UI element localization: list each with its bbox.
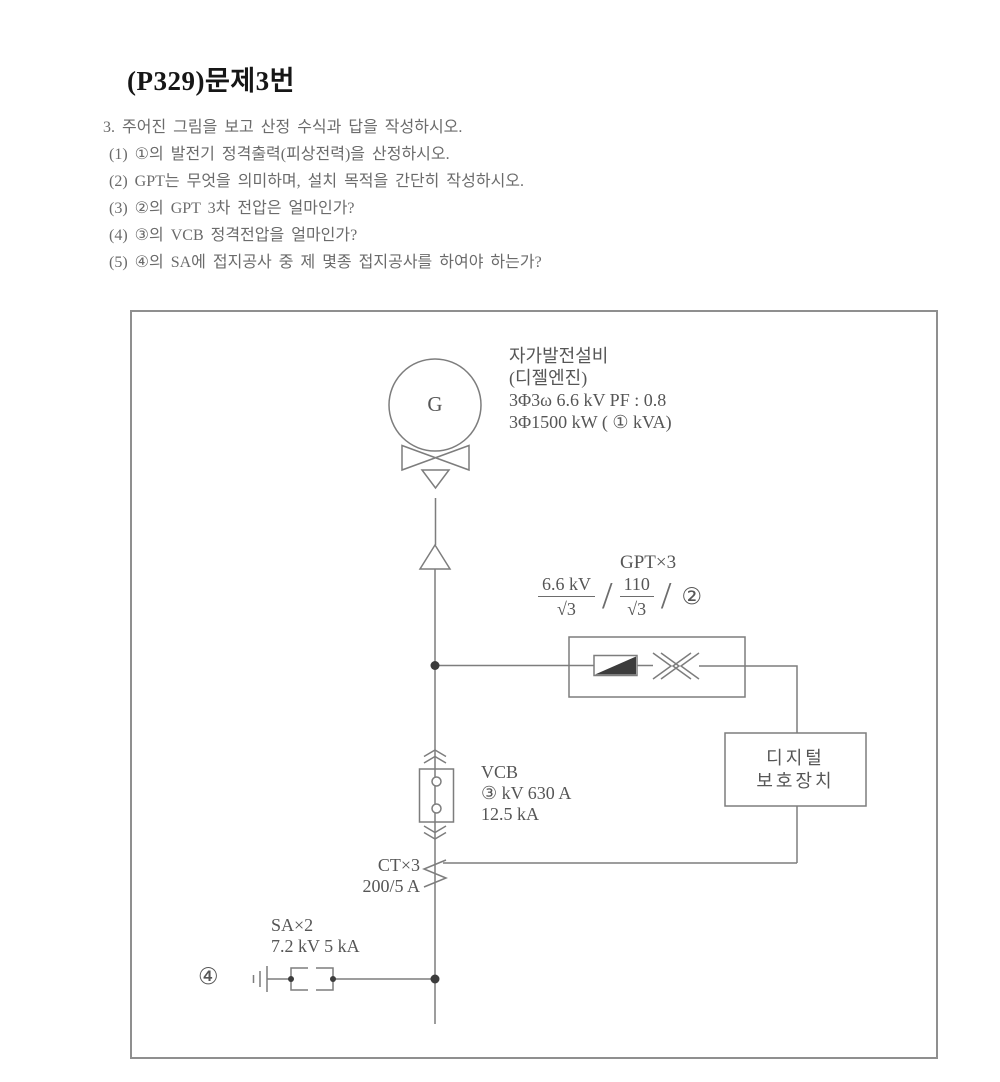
- gpt-element-box: [593, 654, 638, 677]
- ct-name: CT×3: [377, 855, 420, 875]
- protection-device-label: 디지털 보호장치: [725, 733, 866, 806]
- question-line-1: (1) ①의 발전기 정격출력(피상전력)을 산정하시오.: [109, 146, 450, 163]
- gpt-primary-fraction: 6.6 kV √3: [538, 574, 595, 619]
- sa-circled-marker: ④: [198, 964, 219, 989]
- diagram-frame: G 자가발전설비 (디젤엔진) 3Φ3ω 6.6 kV PF : 0.8 3Φ1…: [130, 310, 938, 1059]
- generator-label: 자가발전설비 (디젤엔진) 3Φ3ω 6.6 kV PF : 0.8 3Φ150…: [509, 345, 672, 433]
- single-line-diagram: [252, 358, 867, 1024]
- sa-name: SA×2: [271, 915, 314, 935]
- vcb-contact-top: [431, 776, 442, 787]
- question-line-4: (4) ③의 VCB 정격전압을 얼마인가?: [109, 227, 358, 244]
- question-block: 3. 주어진 그림을 보고 산정 수식과 답을 작성하시오. (1) ①의 발전…: [103, 114, 542, 276]
- ct-label: CT×3 200/5 A: [290, 855, 420, 897]
- page-title: (P329)문제3번: [127, 66, 295, 96]
- gpt-winding-icon: [652, 652, 700, 680]
- sa-dot-right: [330, 976, 336, 982]
- ct-symbol: [422, 859, 448, 888]
- gpt-ratio: 6.6 kV √3 / 110 √3 / ②: [538, 574, 702, 619]
- vcb-drawout-top-icon: [423, 749, 447, 764]
- gpt-secondary-fraction: 110 √3: [619, 574, 654, 619]
- gpt-primary-denominator: √3: [557, 599, 576, 619]
- vcb-rating-1: ③ kV 630 A: [481, 783, 572, 803]
- question-line-main: 3. 주어진 그림을 보고 산정 수식과 답을 작성하시오.: [103, 119, 463, 136]
- ground-icon: [252, 966, 268, 992]
- cable-termination-up-icon: [418, 543, 452, 570]
- gpt-output-line: [699, 665, 798, 733]
- ratio-slash-2: /: [660, 575, 672, 617]
- question-line-3: (3) ②의 GPT 3차 전압은 얼마인가?: [109, 200, 355, 217]
- generator-spec-line2: 3Φ1500 kW ( ① kVA): [509, 412, 672, 432]
- generator-letter: G: [427, 392, 443, 416]
- sa-rating: 7.2 kV 5 kA: [271, 936, 360, 956]
- ratio-slash-1: /: [602, 575, 613, 617]
- ct-rating: 200/5 A: [362, 876, 420, 896]
- generator-name-line2: (디젤엔진): [509, 368, 588, 388]
- generator-name-line1: 자가발전설비: [509, 346, 609, 366]
- sa-dot-left: [288, 976, 294, 982]
- protection-device-line1: 디지털: [766, 747, 825, 768]
- gpt-secondary-denominator: √3: [627, 599, 647, 619]
- protection-device-box: [724, 732, 867, 807]
- vcb-contact-bottom: [431, 803, 442, 814]
- vcb-name: VCB: [481, 762, 519, 782]
- gpt-element-fill: [595, 656, 636, 675]
- gpt-secondary-numerator: 110: [619, 574, 654, 597]
- vcb-drawout-bottom-icon: [423, 825, 447, 840]
- vcb-box: [418, 768, 455, 823]
- junction-dot-gpt: [430, 661, 440, 670]
- gpt-box: [568, 636, 746, 698]
- generator-spec-line1: 3Φ3ω 6.6 kV PF : 0.8: [509, 390, 667, 410]
- gpt-title: GPT×3: [620, 552, 677, 573]
- question-line-5: (5) ④의 SA에 접지공사 중 제 몇종 접지공사를 하여야 하는가?: [109, 254, 542, 271]
- protection-device-line2: 보호장치: [756, 770, 835, 791]
- junction-dot-sa: [430, 974, 440, 984]
- cable-head-bowtie-icon: [401, 444, 470, 472]
- vcb-label: VCB ③ kV 630 A 12.5 kA: [481, 762, 571, 825]
- gpt-circled-marker: ②: [681, 584, 703, 609]
- vcb-rating-2: 12.5 kA: [481, 804, 539, 824]
- cable-termination-down-icon: [420, 469, 451, 490]
- sa-label: SA×2 7.2 kV 5 kA: [271, 915, 360, 957]
- question-line-2: (2) GPT는 무엇을 의미하며, 설치 목적을 간단히 작성하시오.: [109, 173, 525, 190]
- gpt-primary-numerator: 6.6 kV: [538, 574, 595, 597]
- generator-symbol: [388, 358, 482, 452]
